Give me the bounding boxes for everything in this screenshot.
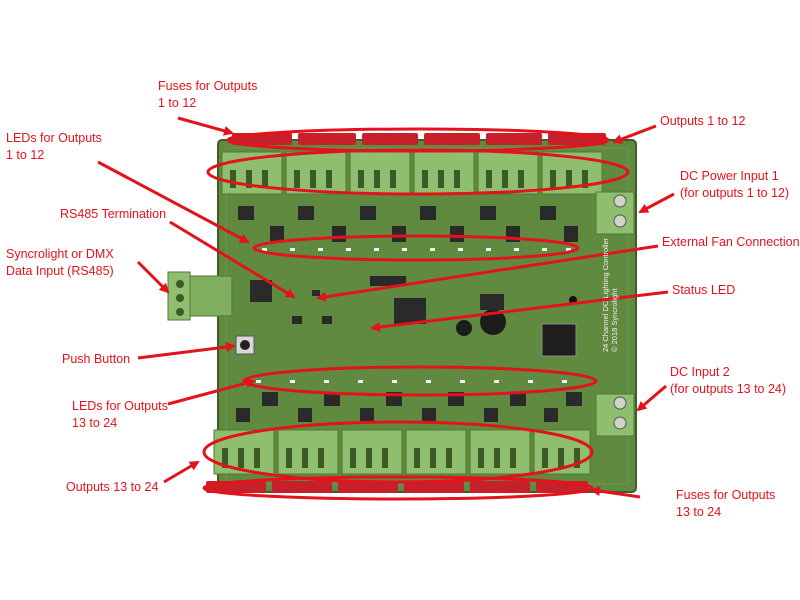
label-outputs-13-24: Outputs 13 to 24 bbox=[66, 479, 158, 496]
label-syncrolight-input-line2: Data Input (RS485) bbox=[6, 264, 114, 278]
centre-electronics bbox=[235, 276, 577, 357]
label-syncrolight-input-line1: Syncrolight or DMX bbox=[6, 247, 114, 261]
label-fuses-1-12-line1: Fuses for Outputs bbox=[158, 79, 258, 93]
label-fuses-1-12: Fuses for Outputs 1 to 12 bbox=[158, 78, 257, 112]
board-title-line1: 24 Channel DC Lighting Controller bbox=[601, 237, 610, 352]
label-dc-input-2-line1: DC Input 2 bbox=[670, 365, 730, 379]
dc-input-2-connector bbox=[595, 393, 635, 437]
label-dc-power-input-1-line1: DC Power Input 1 bbox=[680, 169, 779, 183]
label-outputs-1-12: Outputs 1 to 12 bbox=[660, 113, 745, 130]
label-dc-power-input-1-line2: (for outputs 1 to 12) bbox=[680, 186, 790, 200]
label-dc-power-input-1: DC Power Input 1 (for outputs 1 to 12) bbox=[680, 168, 789, 202]
board-title-line2: © 2018 Syncrolight bbox=[610, 288, 619, 352]
label-dc-input-2-line2: (for outputs 13 to 24) bbox=[670, 382, 787, 396]
label-rs485-termination: RS485 Termination bbox=[60, 206, 166, 223]
bottom-terminal-blocks bbox=[213, 429, 591, 475]
label-external-fan: External Fan Connection bbox=[662, 234, 800, 251]
label-leds-13-24-line1: LEDs for Outputs bbox=[72, 399, 168, 413]
dc-power-input-1-connector bbox=[595, 191, 635, 235]
label-leds-1-12-line2: 1 to 12 bbox=[6, 148, 45, 162]
label-fuses-13-24-line2: 13 to 24 bbox=[676, 505, 722, 519]
label-rs485-termination-text: RS485 Termination bbox=[60, 207, 167, 221]
label-leds-13-24-line2: 13 to 24 bbox=[72, 416, 118, 430]
label-fuses-1-12-line2: 1 to 12 bbox=[158, 96, 197, 110]
label-fuses-13-24: Fuses for Outputs 13 to 24 bbox=[676, 487, 775, 521]
label-outputs-1-12-text: Outputs 1 to 12 bbox=[660, 114, 746, 128]
label-push-button: Push Button bbox=[62, 351, 130, 368]
label-syncrolight-input: Syncrolight or DMX Data Input (RS485) bbox=[6, 246, 114, 280]
label-external-fan-text: External Fan Connection bbox=[662, 235, 800, 249]
annotation-arrows bbox=[97, 116, 675, 499]
label-leds-13-24: LEDs for Outputs 13 to 24 bbox=[72, 398, 168, 432]
label-fuses-13-24-line1: Fuses for Outputs bbox=[676, 488, 776, 502]
label-leds-1-12-line1: LEDs for Outputs bbox=[6, 131, 102, 145]
label-leds-1-12: LEDs for Outputs 1 to 12 bbox=[6, 130, 102, 164]
data-input-connector bbox=[167, 271, 233, 321]
bottom-driver-chips bbox=[236, 392, 582, 422]
label-dc-input-2: DC Input 2 (for outputs 13 to 24) bbox=[670, 364, 786, 398]
label-status-led: Status LED bbox=[672, 282, 735, 299]
label-push-button-text: Push Button bbox=[62, 352, 131, 366]
leds-13-24 bbox=[256, 380, 567, 383]
label-outputs-13-24-text: Outputs 13 to 24 bbox=[66, 480, 159, 494]
top-driver-chips bbox=[238, 206, 578, 242]
leds-1-12 bbox=[262, 248, 571, 251]
label-status-led-text: Status LED bbox=[672, 283, 736, 297]
